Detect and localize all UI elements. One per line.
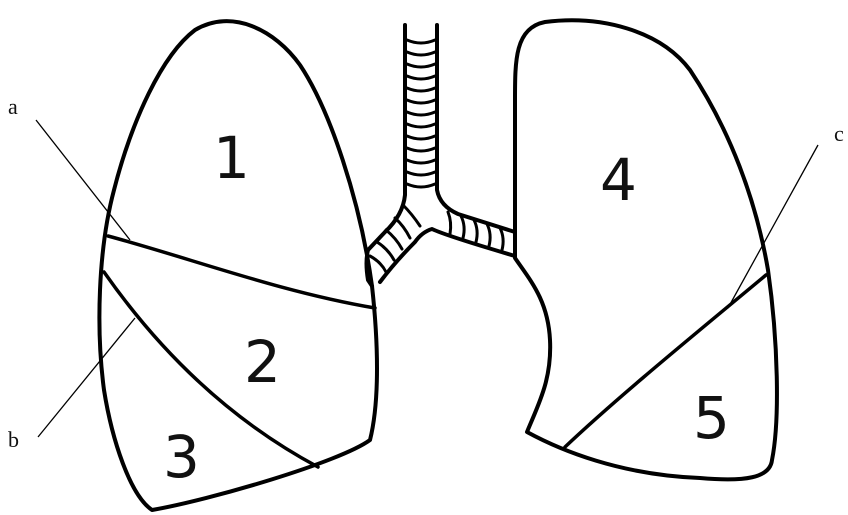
- right-oblique-fissure: [104, 272, 318, 467]
- marker-a: a: [8, 94, 18, 119]
- lobe-2-label: 2: [244, 328, 281, 396]
- lobe-5-label: 5: [693, 384, 730, 452]
- trachea: [367, 25, 516, 286]
- marker-b: b: [8, 427, 19, 452]
- lobe-4-label: 4: [600, 146, 637, 214]
- marker-c: c: [834, 121, 844, 146]
- lobe-3-label: 3: [163, 423, 200, 491]
- left-lung-outline: [515, 20, 777, 479]
- leader-b: [38, 318, 135, 437]
- right-lung-outline: [99, 21, 377, 510]
- left-oblique-fissure: [565, 275, 766, 447]
- trachea-right-wall: [437, 25, 515, 232]
- lobe-1-label: 1: [213, 124, 250, 192]
- horizontal-fissure: [108, 236, 375, 308]
- left-lung: [515, 20, 777, 479]
- right-lung: [99, 21, 377, 510]
- carina: [380, 229, 515, 282]
